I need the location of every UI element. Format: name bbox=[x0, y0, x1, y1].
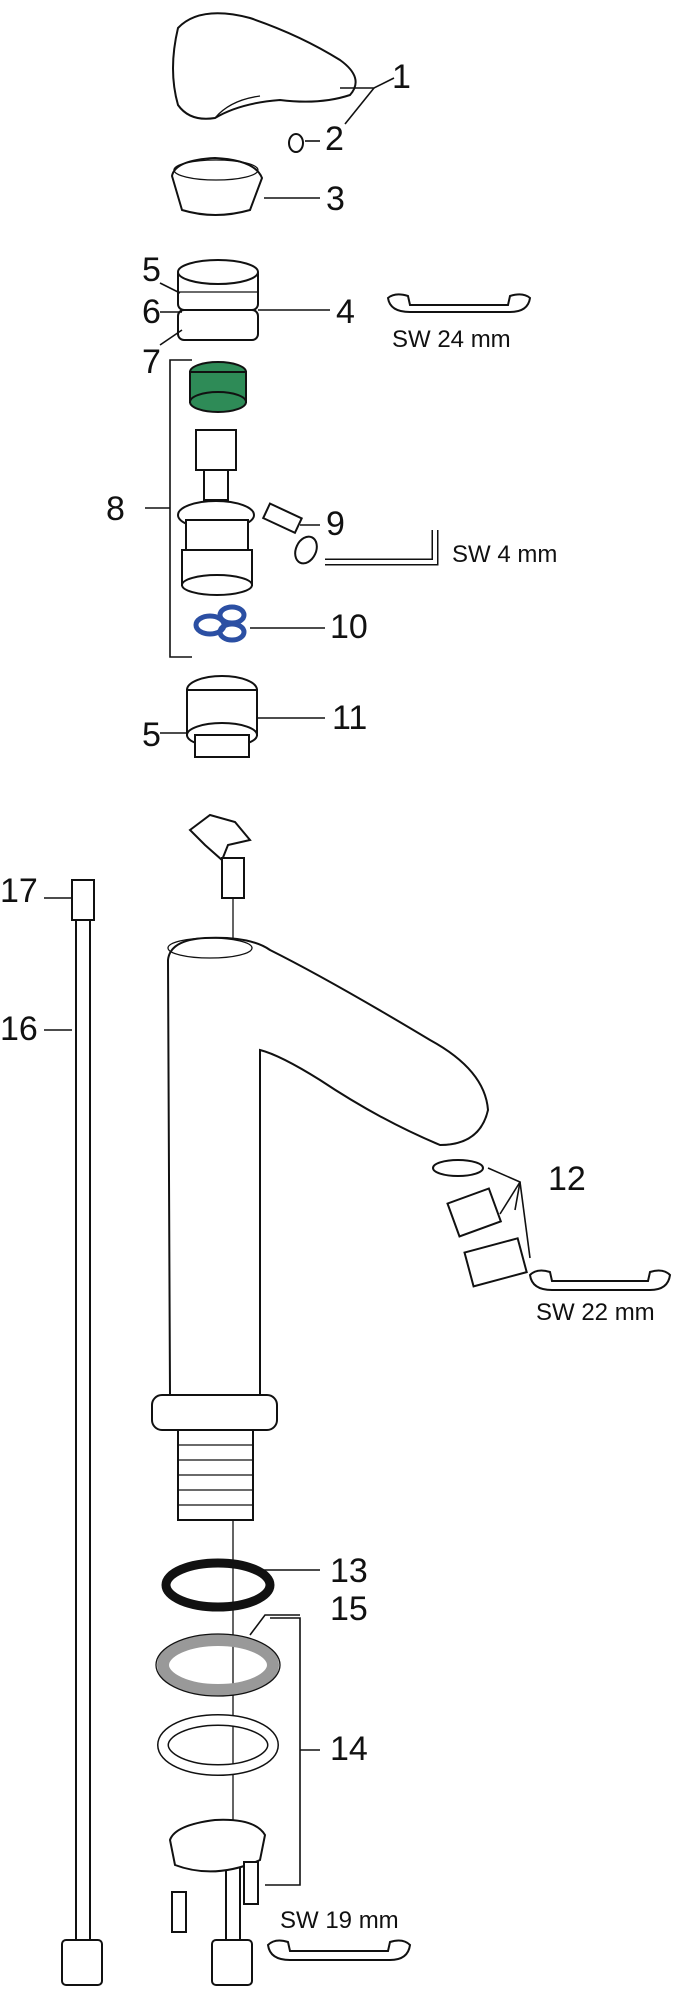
wrench-size-19: SW 19 mm bbox=[280, 1907, 399, 1934]
part-flexible-hose-2 bbox=[211, 1859, 253, 1986]
label-5-bottom: 5 bbox=[142, 716, 161, 754]
label-4: 4 bbox=[336, 293, 355, 331]
leader-lines bbox=[44, 77, 531, 1886]
wrench-icon-19 bbox=[266, 1939, 412, 1961]
part-faucet-body bbox=[151, 857, 490, 1840]
label-11: 11 bbox=[332, 699, 367, 737]
wrench-size-22: SW 22 mm bbox=[536, 1299, 655, 1326]
part-temperature-limiter bbox=[186, 675, 258, 758]
part-ceramic-cartridge bbox=[177, 429, 255, 596]
label-13: 13 bbox=[330, 1552, 368, 1590]
part-hex-nut bbox=[177, 259, 259, 341]
part-o-rings bbox=[193, 604, 247, 643]
label-6: 6 bbox=[142, 293, 161, 331]
label-15: 15 bbox=[330, 1590, 368, 1628]
tool-size-labels: SW 24 mm SW 4 mm SW 22 mm SW 19 mm bbox=[280, 326, 655, 1934]
part-flexible-hose bbox=[61, 879, 103, 1986]
label-2: 2 bbox=[325, 120, 344, 158]
part-clip bbox=[188, 813, 252, 862]
label-17: 17 bbox=[0, 872, 38, 910]
label-16: 16 bbox=[0, 1010, 38, 1048]
label-3: 3 bbox=[326, 180, 345, 218]
part-handle-lever bbox=[172, 12, 357, 120]
part-cover-cap bbox=[170, 156, 264, 216]
label-14: 14 bbox=[330, 1730, 368, 1768]
label-7: 7 bbox=[142, 343, 161, 381]
part-sealing-ring bbox=[161, 1558, 275, 1612]
wrench-icon-24 bbox=[386, 293, 532, 313]
part-washer bbox=[155, 1633, 281, 1697]
wrench-size-24: SW 24 mm bbox=[392, 326, 511, 353]
part-fixing-screw bbox=[261, 502, 318, 565]
part-number-labels: 1 2 3 5 6 4 7 8 9 10 11 5 12 13 15 14 16… bbox=[0, 58, 586, 1768]
wrench-icon-22 bbox=[528, 1269, 672, 1291]
label-9: 9 bbox=[326, 505, 345, 543]
label-10: 10 bbox=[330, 608, 368, 646]
label-1: 1 bbox=[392, 58, 411, 96]
label-5-top: 5 bbox=[142, 251, 161, 289]
part-aerator bbox=[432, 1159, 528, 1288]
part-grub-screw bbox=[288, 133, 304, 153]
part-cartridge-ring bbox=[189, 361, 247, 413]
part-fixing-set bbox=[157, 1714, 279, 1933]
label-12: 12 bbox=[548, 1160, 586, 1198]
hex-key-size-4: SW 4 mm bbox=[452, 541, 557, 568]
label-8: 8 bbox=[106, 490, 125, 528]
hex-key-icon bbox=[325, 530, 439, 566]
